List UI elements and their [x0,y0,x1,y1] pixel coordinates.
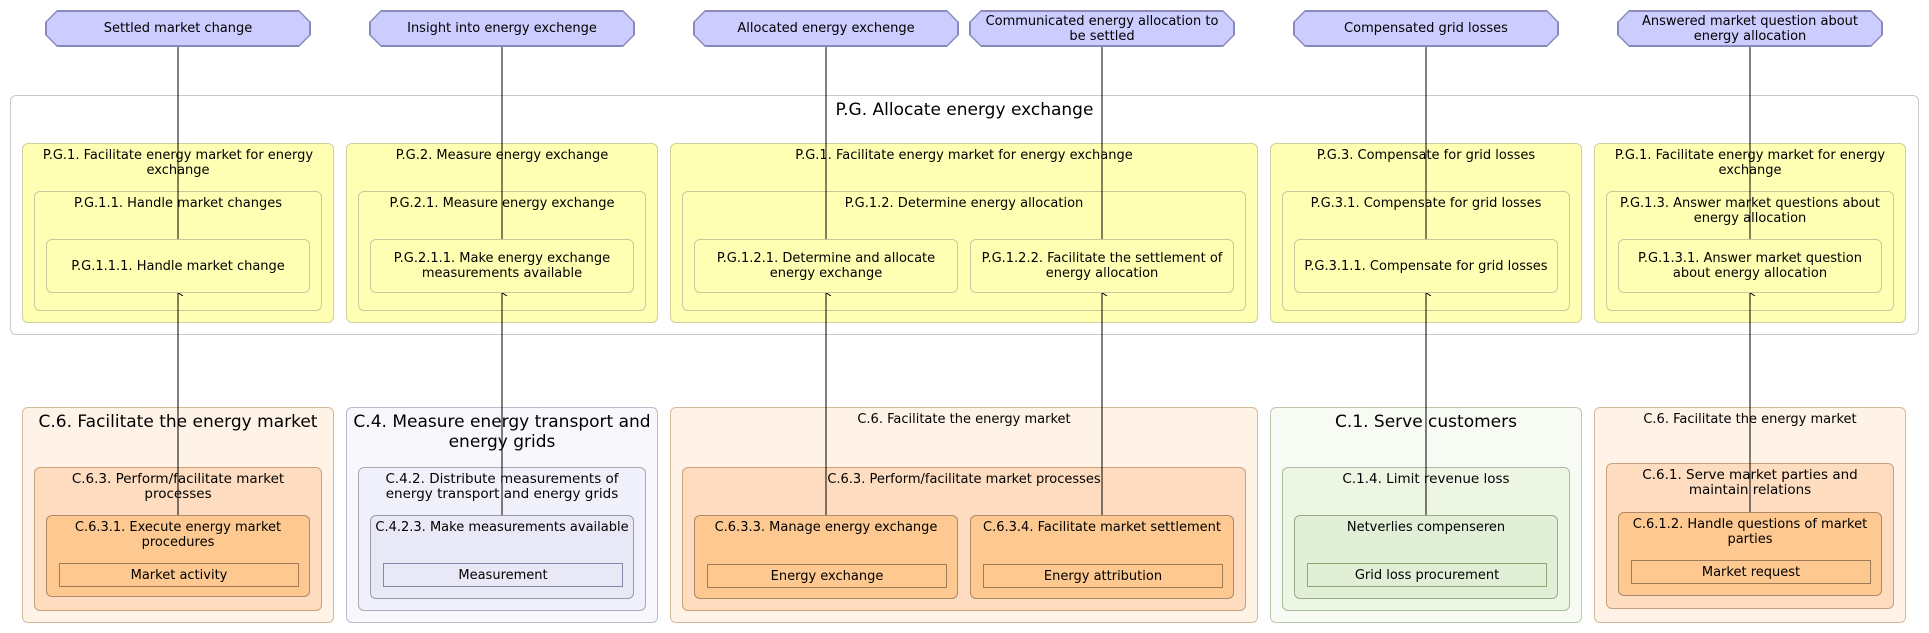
outcome-node-settled-market-change: Settled market change [46,11,310,46]
task-pg122: P.G.1.2.2. Facilitate the settlement of … [970,239,1234,293]
task-label: P.G.1.3.1. Answer market question about … [1638,251,1862,281]
capability-title: C.6.1.2. Handle questions of market part… [1632,517,1868,547]
task-label: P.G.2.1.1. Make energy exchange measurem… [393,251,611,281]
outcome-label: Settled market change [103,21,253,36]
task-pg131: P.G.1.3.1. Answer market question about … [1618,239,1882,293]
capability-title: Netverlies compenseren [1346,520,1506,535]
outcome-label: Answered market question about energy al… [1641,13,1859,44]
capability-title: C.4.2.3. Make measurements available [375,520,629,535]
task-label: P.G.3.1.1. Compensate for grid losses [1304,258,1548,274]
data-object-energy-exchange: Energy exchange [707,564,947,588]
task-pg311: P.G.3.1.1. Compensate for grid losses [1294,239,1558,293]
data-object-market-request: Market request [1631,560,1871,584]
capability-title: C.6.3.3. Manage energy exchange [714,520,938,535]
capability-c612: C.6.1.2. Handle questions of market part… [1618,512,1882,596]
task-label: P.G.1.2.1. Determine and allocate energy… [716,251,936,281]
data-object-label: Measurement [458,567,548,583]
capability-c633: C.6.3.3. Manage energy exchange Energy e… [694,515,958,599]
capability-c634: C.6.3.4. Facilitate market settlement En… [970,515,1234,599]
task-pg121: P.G.1.2.1. Determine and allocate energy… [694,239,958,293]
data-object-label: Grid loss procurement [1354,567,1500,583]
data-object-market-activity: Market activity [59,563,299,587]
data-object-label: Market request [1701,564,1801,580]
outcome-label: Insight into energy exchenge [407,21,597,36]
outcome-node-allocated: Allocated energy exchenge [694,11,958,46]
outcome-node-insight: Insight into energy exchenge [370,11,634,46]
task-pg111: P.G.1.1.1. Handle market change [46,239,310,293]
data-object-label: Energy attribution [1043,568,1163,584]
outcome-node-answered: Answered market question about energy al… [1618,11,1882,46]
outcome-label: Communicated energy allocation to be set… [985,13,1219,44]
data-object-label: Market activity [130,567,228,583]
data-object-grid-loss-procurement: Grid loss procurement [1307,563,1547,587]
task-label: P.G.1.2.2. Facilitate the settlement of … [981,251,1223,281]
outcome-node-communicated: Communicated energy allocation to be set… [970,11,1234,46]
data-object-energy-attribution: Energy attribution [983,564,1223,588]
outcome-label: Compensated grid losses [1344,21,1508,36]
capability-title: C.6.3.4. Facilitate market settlement [983,520,1221,535]
data-object-measurement: Measurement [383,563,623,587]
data-object-label: Energy exchange [770,568,884,584]
capability-c423: C.4.2.3. Make measurements available Mea… [370,515,634,599]
task-label: P.G.1.1.1. Handle market change [71,258,285,274]
capability-c631: C.6.3.1. Execute energy market procedure… [46,515,310,597]
capability-netverlies: Netverlies compenseren Grid loss procure… [1294,515,1558,599]
outcome-label: Allocated energy exchenge [737,21,915,36]
task-pg211: P.G.2.1.1. Make energy exchange measurem… [370,239,634,293]
outcome-node-grid-losses: Compensated grid losses [1294,11,1558,46]
capability-title: C.6.3.1. Execute energy market procedure… [74,520,282,550]
